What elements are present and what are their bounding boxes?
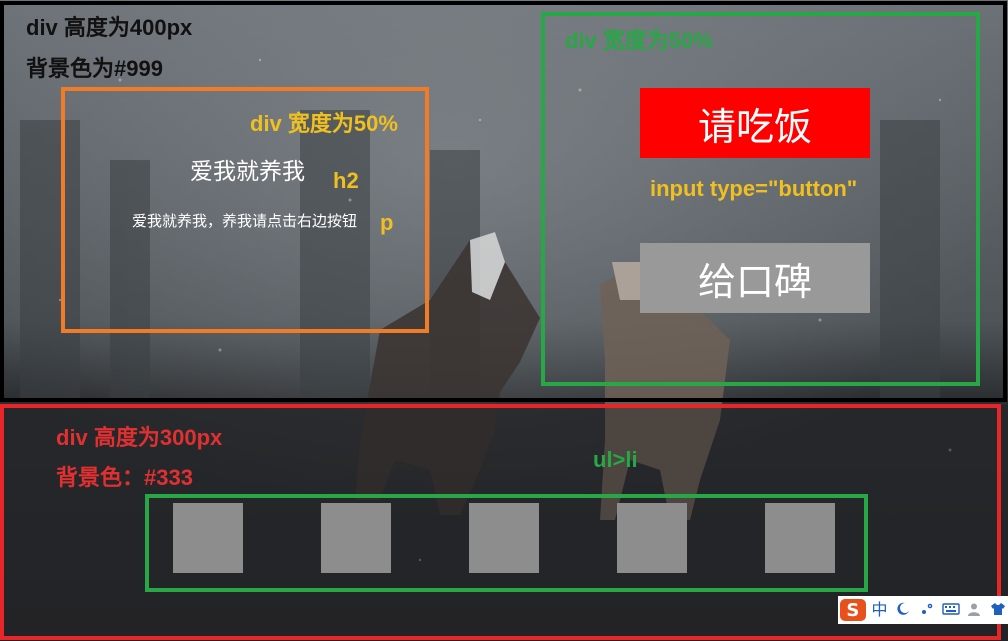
annotation-left-width: div 宽度为50% [250, 111, 398, 136]
user-icon[interactable] [965, 602, 985, 619]
moon-icon[interactable] [893, 602, 913, 619]
annotation-right-width: div 宽度为50% [565, 28, 713, 53]
sogou-logo-icon[interactable]: S [840, 599, 866, 621]
annotation-outer-bg: 背景色为#999 [26, 56, 163, 81]
annotation-p: p [380, 210, 394, 235]
paragraph-click-button: 爱我就养我，养我请点击右边按钮 [132, 212, 358, 230]
heading-love-me: 爱我就养我 [190, 159, 305, 185]
annotation-h2: h2 [333, 168, 359, 193]
punctuation-icon[interactable] [917, 602, 937, 619]
shirt-icon[interactable] [988, 602, 1008, 619]
annotation-input-type: input type="button" [650, 176, 858, 201]
list-item [617, 503, 687, 573]
annotation-bottom-height: div 高度为300px [56, 425, 223, 450]
annotation-outer-height: div 高度为400px [26, 15, 193, 40]
annotation-bottom-bg: 背景色：#333 [56, 465, 193, 490]
list-item [173, 503, 243, 573]
give-praise-button[interactable]: 给口碑 [640, 243, 870, 313]
list-item [321, 503, 391, 573]
keyboard-icon[interactable] [941, 602, 961, 619]
list-item [765, 503, 835, 573]
ime-toolbar[interactable]: S 中 [838, 596, 1008, 624]
annotation-ul-li: ul>li [593, 447, 638, 472]
ime-mode-toggle[interactable]: 中 [871, 600, 888, 619]
list-item [469, 503, 539, 573]
treat-meal-button[interactable]: 请吃饭 [640, 88, 870, 158]
